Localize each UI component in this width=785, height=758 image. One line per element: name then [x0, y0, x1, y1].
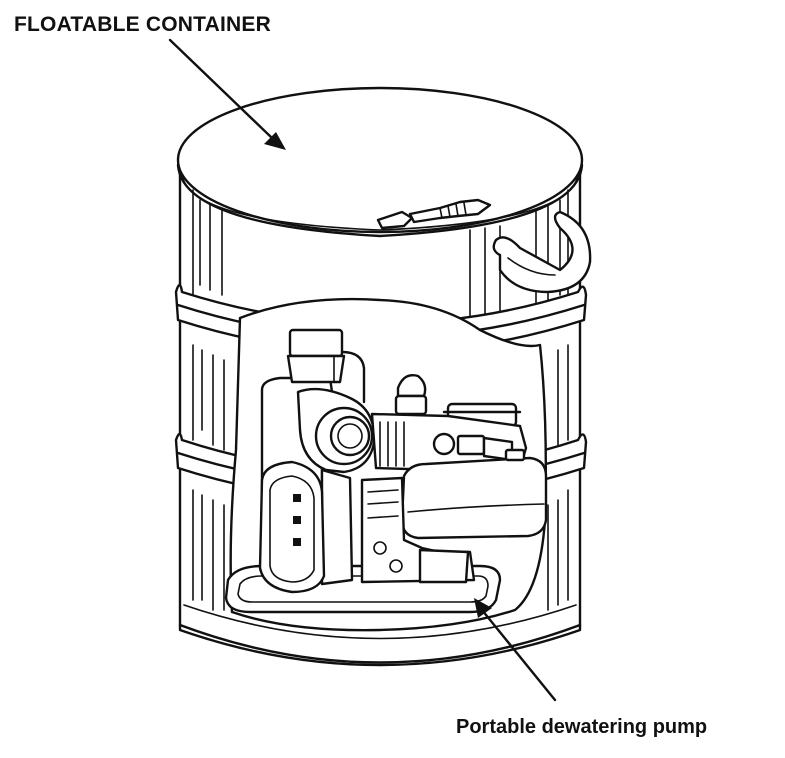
- floatable-container-label: FLOATABLE CONTAINER: [14, 13, 271, 36]
- pump-priming-port: [286, 328, 366, 404]
- engine-fuel-tank: [400, 448, 548, 540]
- pump-leader-arrow: [474, 598, 557, 702]
- container-leader-arrow: [168, 38, 286, 150]
- drum-lid: [176, 86, 584, 238]
- lid-lock-lever: [376, 198, 492, 230]
- pump-front-cover: [258, 460, 326, 594]
- portable-dewatering-pump-label: Portable dewatering pump: [456, 716, 708, 738]
- drum-handle: [492, 210, 592, 294]
- engine-crankcase: [360, 476, 476, 584]
